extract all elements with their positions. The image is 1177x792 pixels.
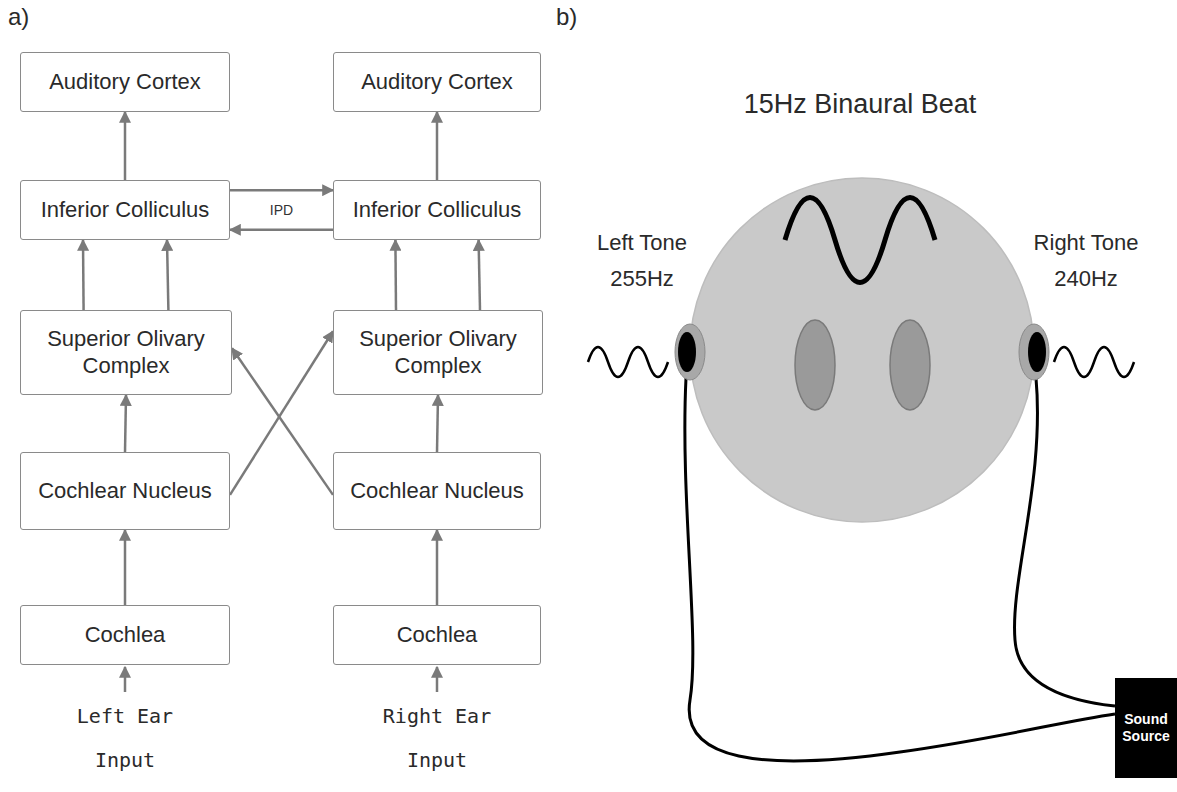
process-box: Cochlea [20, 605, 230, 665]
earbud [1028, 332, 1046, 372]
sound-source-box: Sound Source [1115, 678, 1177, 778]
tone-label: Right Tone 240Hz [1022, 225, 1150, 297]
arrow [167, 240, 168, 310]
earphone-wire [1015, 378, 1115, 706]
earbud [1019, 324, 1049, 380]
process-box: Inferior Colliculus [333, 180, 541, 240]
box-text: Inferior Colliculus [41, 197, 210, 223]
box-text: Superior Olivary Complex [342, 326, 534, 379]
arrow [394, 240, 397, 310]
process-box: Auditory Cortex [333, 52, 541, 112]
panel-title: 15Hz Binaural Beat [700, 88, 1020, 120]
input-arrow [436, 667, 439, 692]
box-text: Auditory Cortex [361, 69, 513, 95]
beat-wave [785, 198, 935, 283]
arrow [230, 229, 333, 232]
earbud [675, 324, 705, 380]
box-text: Cochlea [397, 622, 478, 648]
input-label: Right Ear Input [372, 694, 502, 782]
head [690, 178, 1034, 522]
arrow [437, 395, 438, 452]
box-text: Superior Olivary Complex [29, 326, 223, 379]
process-box: Cochlear Nucleus [20, 452, 230, 530]
process-box: Inferior Colliculus [20, 180, 230, 240]
process-box: Superior Olivary Complex [20, 310, 232, 395]
box-text: Cochlear Nucleus [38, 478, 212, 504]
process-box: Auditory Cortex [20, 52, 230, 112]
arrow [82, 240, 85, 310]
box-text: Cochlear Nucleus [350, 478, 524, 504]
process-box: Cochlear Nucleus [333, 452, 541, 530]
arrow [479, 240, 480, 310]
input-label: Left Ear Input [65, 694, 185, 782]
arrow [125, 395, 126, 452]
arrow [232, 348, 333, 495]
arrow [230, 331, 333, 495]
earbud [678, 332, 696, 372]
box-text: Cochlea [85, 622, 166, 648]
arrow [436, 112, 439, 180]
panel-label: a) [8, 2, 48, 32]
eye [795, 320, 835, 410]
process-box: Cochlea [333, 605, 541, 665]
box-text: Sound Source [1120, 711, 1172, 745]
box-text: Auditory Cortex [49, 69, 201, 95]
tone-wave [1054, 347, 1134, 377]
edge-label: IPD [268, 202, 295, 218]
input-arrow [124, 667, 127, 692]
arrow [230, 189, 333, 192]
arrow [124, 530, 127, 605]
panel-label: b) [556, 2, 596, 32]
tone-wave [588, 347, 668, 377]
tone-label: Left Tone 255Hz [580, 225, 704, 297]
eye [890, 320, 930, 410]
process-box: Superior Olivary Complex [333, 310, 543, 395]
arrow [124, 112, 127, 180]
arrow [436, 530, 439, 605]
box-text: Inferior Colliculus [353, 197, 522, 223]
